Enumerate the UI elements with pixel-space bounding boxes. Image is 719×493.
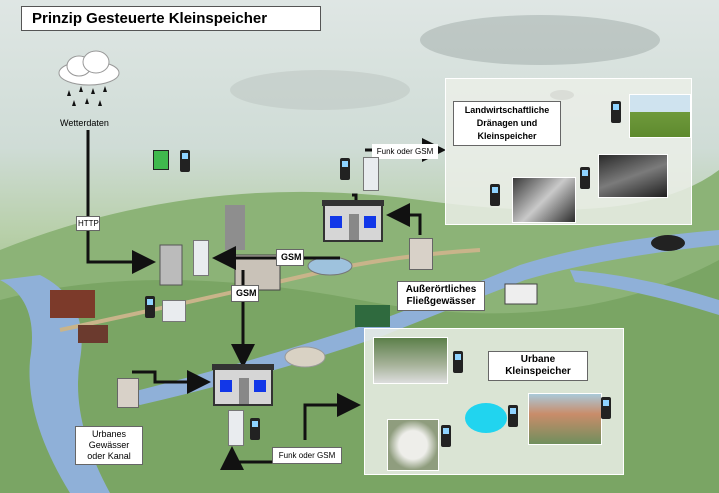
mobile-phone-icon	[180, 150, 190, 172]
mobile-phone-icon	[250, 418, 260, 440]
control-station-lower	[212, 364, 274, 406]
gsm-label-top: GSM	[276, 249, 304, 266]
mobile-phone-icon	[145, 296, 155, 318]
mobile-phone-icon	[601, 397, 611, 419]
urban-basin-photo	[373, 337, 448, 384]
pond-icon	[465, 403, 507, 433]
mobile-phone-icon	[441, 425, 451, 447]
drainage-photo	[512, 177, 576, 223]
funk-gsm-label-top: Funk oder GSM	[372, 144, 438, 159]
agricultural-label: Landwirtschaftliche Dränagen und Kleinsp…	[453, 101, 561, 146]
server-icon	[193, 240, 209, 276]
weather-data-label: Wetterdaten	[60, 118, 109, 128]
weir-icon	[409, 238, 433, 270]
field-photo	[629, 94, 691, 138]
street-photo	[528, 393, 602, 445]
mobile-phone-icon	[580, 167, 590, 189]
rain-cloud-icon	[58, 50, 120, 106]
urban-water-label: Urbanes Gewässer oder Kanal	[75, 426, 143, 465]
ditch-photo	[598, 154, 668, 198]
printer-icon	[162, 300, 186, 322]
outlet-icon	[117, 378, 139, 408]
funk-gsm-label-bottom: Funk oder GSM	[272, 447, 342, 464]
pda-icon	[153, 150, 169, 170]
urban-storage-panel: Urbane Kleinspeicher	[364, 328, 624, 475]
river-label: Außerörtliches Fließgewässer	[397, 281, 485, 311]
mobile-phone-icon	[453, 351, 463, 373]
data-logger-icon	[363, 157, 379, 191]
mobile-phone-icon	[611, 101, 621, 123]
gsm-label-middle: GSM	[231, 285, 259, 302]
page-title: Prinzip Gesteuerte Kleinspeicher	[21, 6, 321, 31]
data-logger-icon-lower	[228, 410, 244, 446]
mobile-phone-icon	[490, 184, 500, 206]
mobile-phone-icon	[508, 405, 518, 427]
river-main	[120, 230, 719, 405]
http-label: HTTP	[76, 216, 100, 231]
mobile-phone-icon	[340, 158, 350, 180]
urban-storage-label: Urbane Kleinspeicher	[488, 351, 588, 381]
cistern-photo	[387, 419, 439, 471]
control-station-upper	[322, 200, 384, 242]
agricultural-storage-panel: Landwirtschaftliche Dränagen und Kleinsp…	[445, 78, 692, 225]
